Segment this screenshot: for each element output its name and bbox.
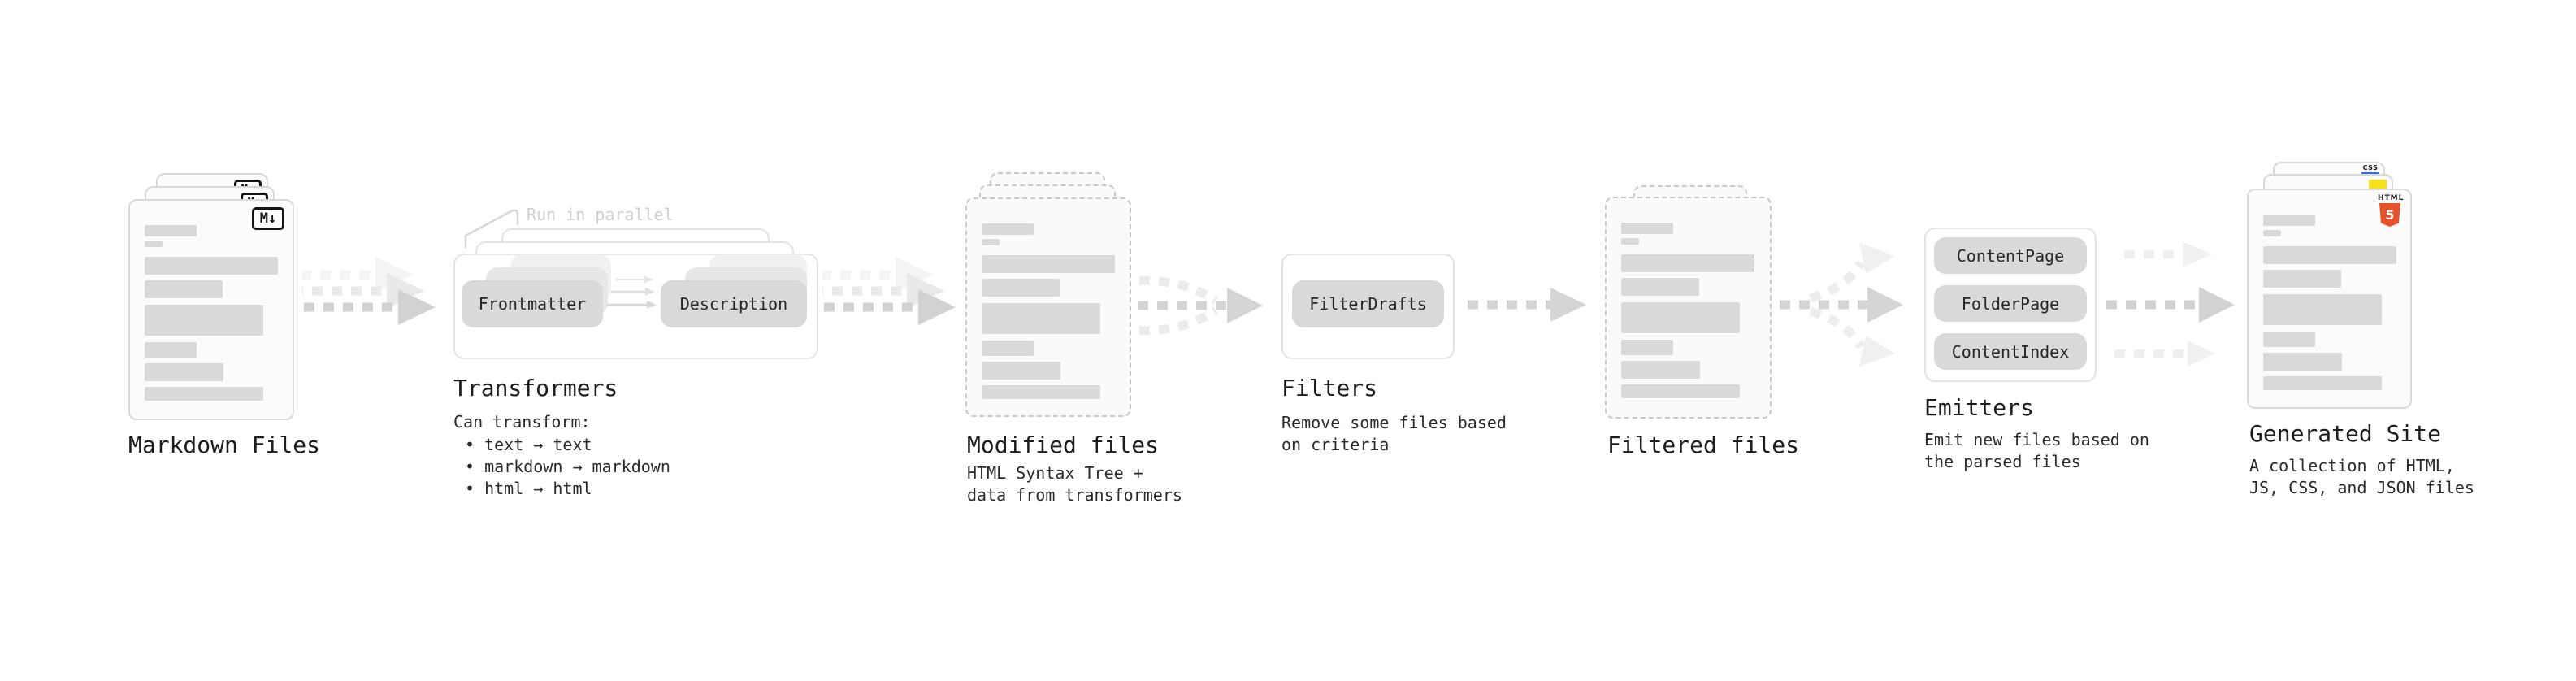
contentindex-pill: ContentIndex: [1934, 333, 2087, 370]
modified-page-front: [965, 197, 1131, 417]
generated-page-front: HTML 5: [2247, 189, 2412, 409]
contentpage-pill: ContentPage: [1934, 237, 2087, 274]
arrow-markdown-to-transformers: [302, 257, 436, 325]
parallel-arrows-icon: [607, 275, 657, 309]
folderpage-pill: FolderPage: [1934, 285, 2087, 322]
arrow-filters-to-filtered: [1468, 288, 1586, 322]
transformers-description-heading: Can transform:: [453, 412, 591, 432]
transformers-label: Transformers: [453, 375, 618, 401]
bullet-icon: •: [465, 457, 475, 476]
markdown-page-front: M↓: [128, 199, 294, 420]
generated-site-description: JS, CSS, and JSON files: [2249, 478, 2474, 497]
emitters-description: Emit new files based on: [1924, 430, 2149, 449]
arrow-fanout-filtered-to-emitters: [1780, 243, 1903, 367]
generated-site-description: A collection of HTML,: [2249, 456, 2455, 475]
filters-description: on criteria: [1281, 435, 1390, 454]
document-content-bars: [2263, 215, 2396, 390]
transformers-bullet-item: • text → text: [465, 435, 592, 454]
filtered-files-label: Filtered files: [1607, 432, 1800, 458]
arrow-transformers-to-modified: [822, 257, 956, 325]
filters-label: Filters: [1281, 375, 1378, 401]
bullet-icon: •: [465, 479, 475, 498]
document-content-bars: [145, 225, 278, 401]
run-in-parallel-annotation: Run in parallel: [527, 205, 674, 224]
arrow-merge-modified-to-filters: [1138, 275, 1263, 336]
modified-files-description: HTML Syntax Tree +: [967, 463, 1143, 483]
run-in-parallel-callout-line: [464, 209, 519, 249]
modified-files-description: data from transformers: [967, 485, 1182, 505]
generated-site-label: Generated Site: [2249, 420, 2442, 447]
filters-description: Remove some files based: [1281, 413, 1507, 432]
description-pill: Description: [661, 280, 807, 327]
filterdrafts-pill: FilterDrafts: [1292, 280, 1444, 327]
document-content-bars: [982, 223, 1115, 399]
emitters-label: Emitters: [1924, 394, 2034, 421]
filtered-page-front: [1605, 197, 1772, 419]
transformers-bullet-item: • markdown → markdown: [465, 457, 670, 476]
emitters-description: the parsed files: [1924, 452, 2081, 471]
markdown-icon: M↓: [252, 207, 284, 230]
frontmatter-pill: Frontmatter: [462, 280, 603, 327]
arrows-emitters-to-generated: [2106, 241, 2235, 367]
transformers-bullet-item: • html → html: [465, 479, 592, 498]
markdown-files-label: Markdown Files: [128, 432, 321, 458]
js-badge: [2369, 180, 2387, 189]
document-content-bars: [1621, 223, 1754, 398]
modified-files-label: Modified files: [967, 432, 1160, 458]
bullet-icon: •: [465, 435, 475, 454]
html5-icon: HTML 5: [2378, 194, 2403, 227]
html5-shield: 5: [2379, 203, 2400, 227]
